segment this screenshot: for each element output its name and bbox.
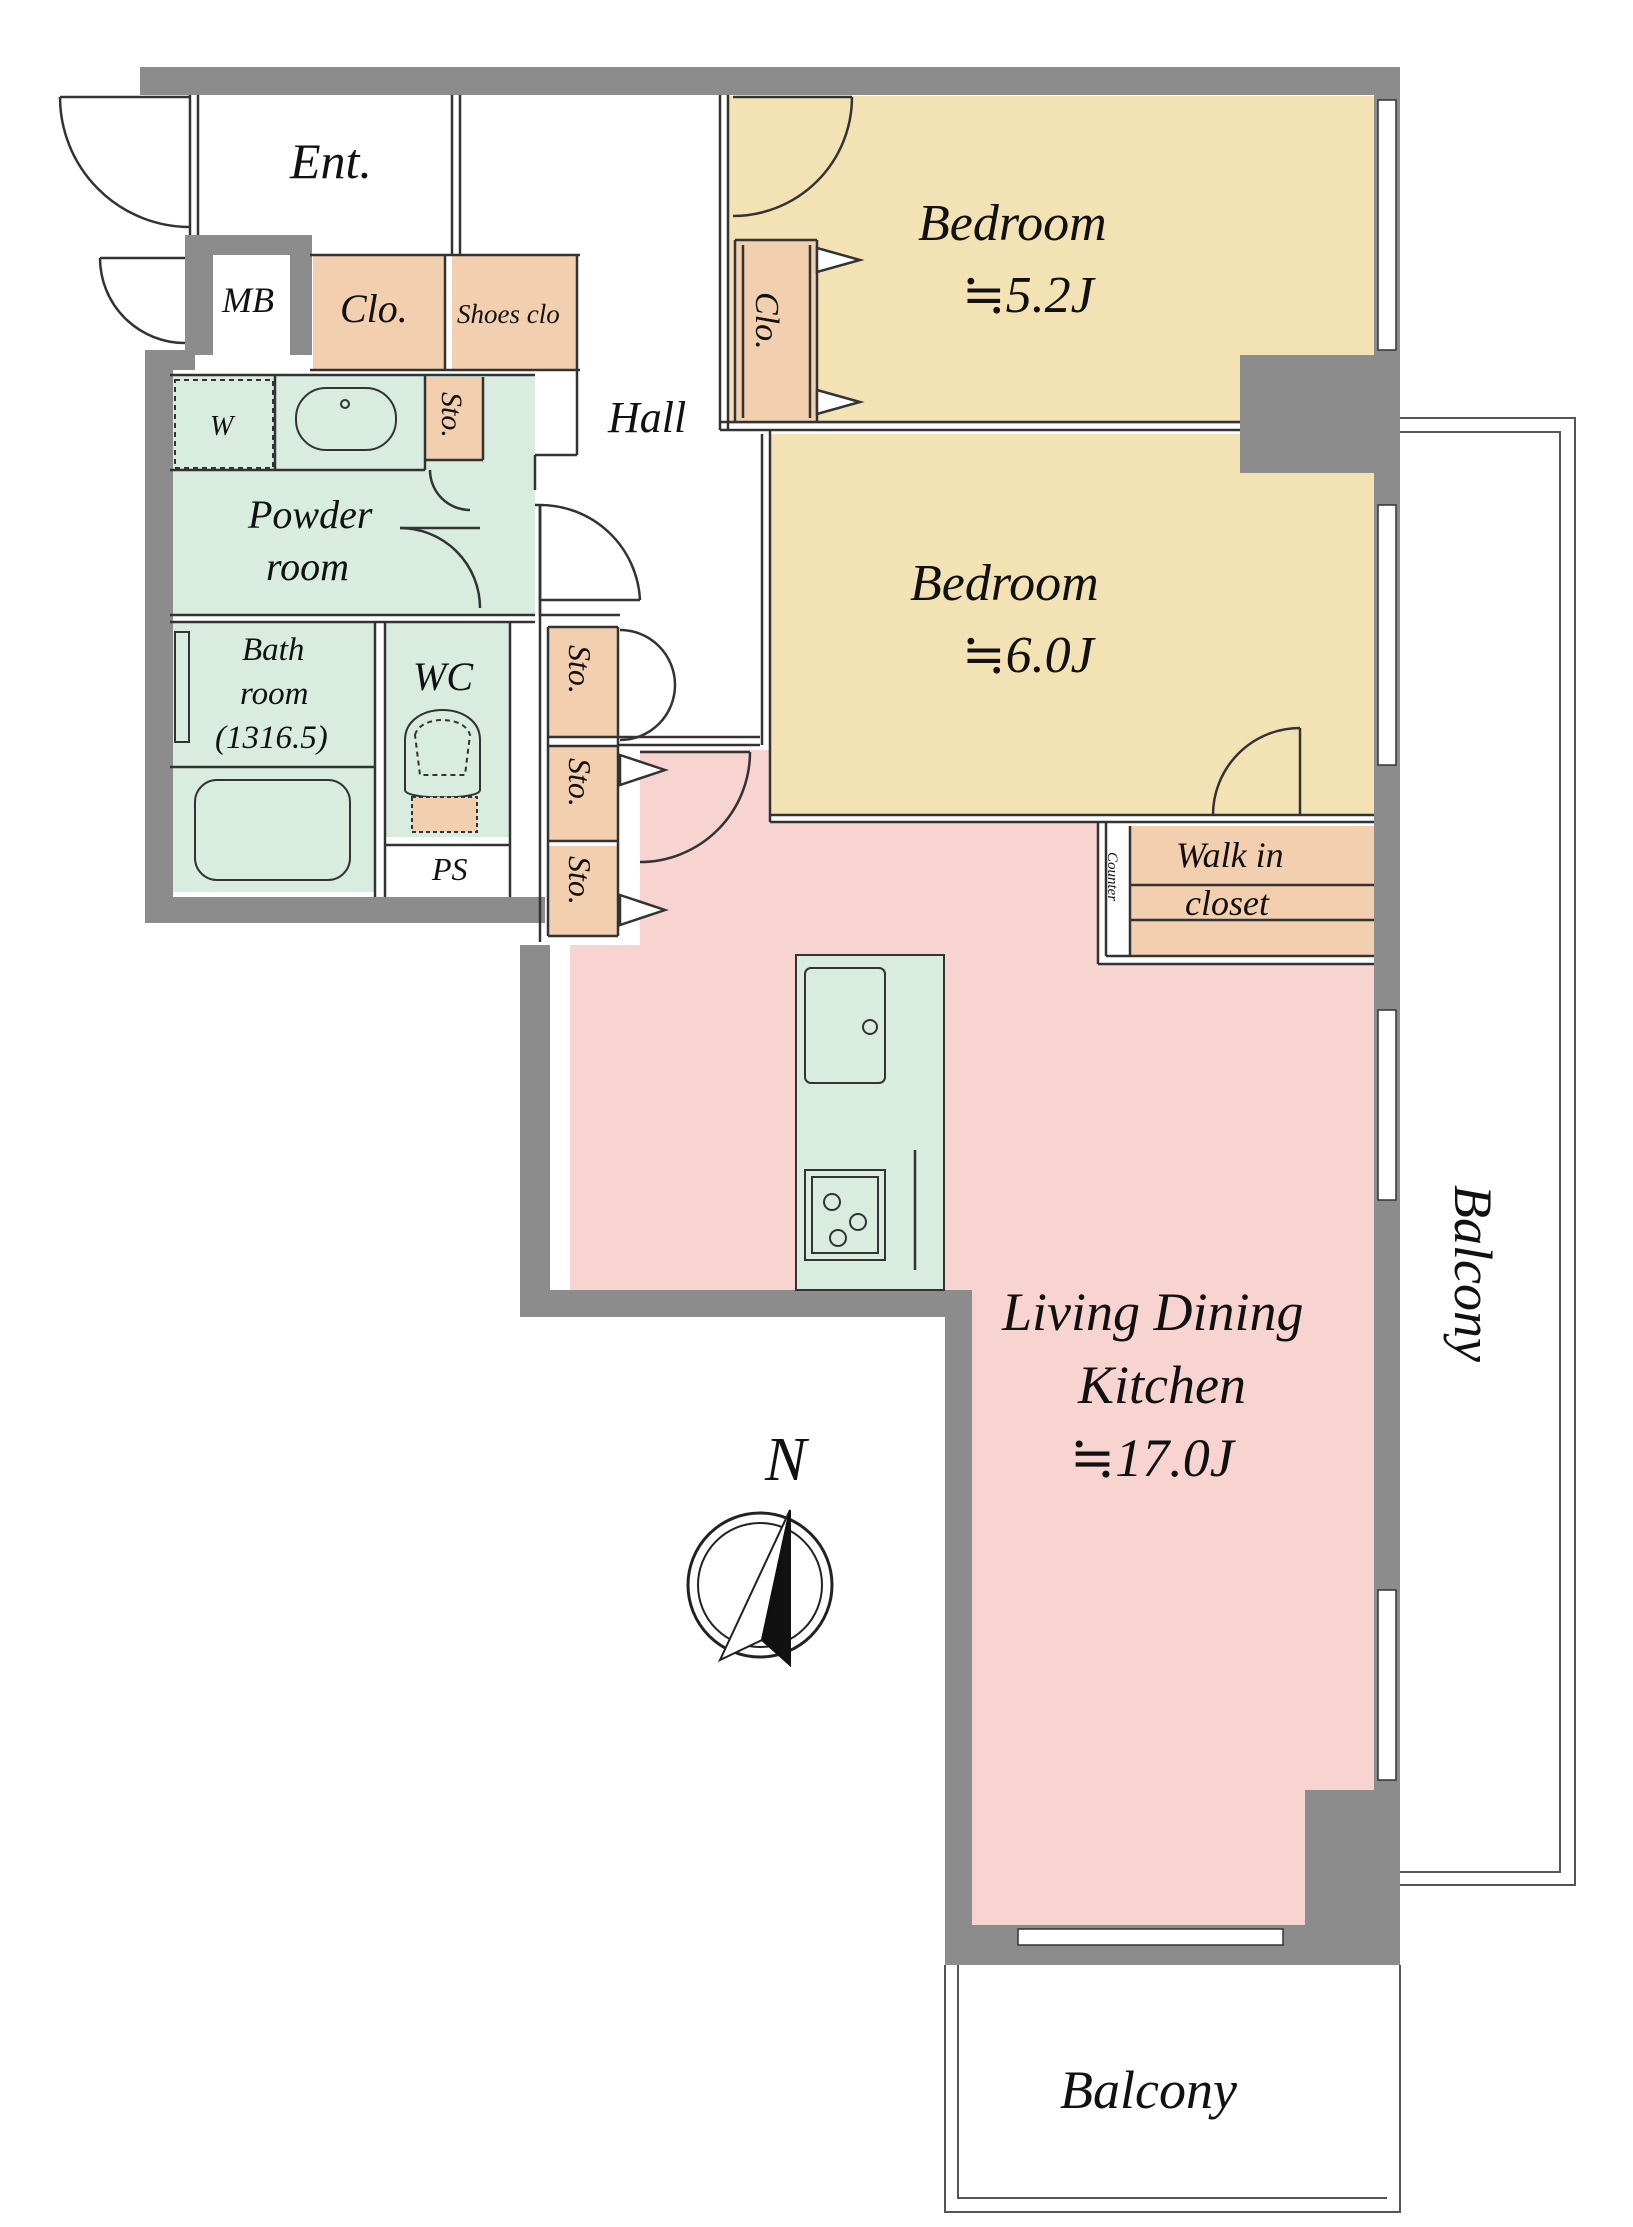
label-entry-closet: Clo. xyxy=(340,286,408,331)
label-hall: Hall xyxy=(607,393,686,442)
label-hall-storage-3: Sto. xyxy=(562,856,598,905)
ldk-door[interactable] xyxy=(639,750,752,864)
label-mb: MB xyxy=(221,280,274,320)
label-wc: WC xyxy=(413,654,474,699)
shoes-closet-area[interactable] xyxy=(452,255,577,370)
hall-storage-3-area[interactable] xyxy=(548,846,618,936)
label-hall-storage-1: Sto. xyxy=(562,645,598,694)
bathtub-icon xyxy=(194,779,351,881)
entrance-door[interactable] xyxy=(58,95,191,345)
bedroom-2-door[interactable] xyxy=(1211,726,1302,816)
kitchen-sink-icon xyxy=(804,967,886,1084)
wc-door[interactable] xyxy=(399,526,482,609)
stove-icon xyxy=(804,1169,886,1261)
north-arrow-icon xyxy=(686,1509,834,1668)
label-balcony-east: Balcony xyxy=(1443,1185,1503,1362)
partitions xyxy=(170,95,1374,1291)
label-bedroom-2: Bedroom xyxy=(910,555,1099,612)
label-washer: W xyxy=(210,411,236,442)
walls xyxy=(140,67,1400,1965)
label-entrance: Ent. xyxy=(289,133,372,189)
label-bedroom-1-size: ≒5.2J xyxy=(962,267,1097,324)
label-ldk-size: ≒17.0J xyxy=(1070,1428,1237,1488)
entry-closet-area[interactable] xyxy=(313,255,445,370)
room-labels: Ent. MB Clo. Shoes clo Hall W Sto. Powde… xyxy=(210,133,1503,2120)
label-bath-2: room xyxy=(240,676,308,712)
hall-storage-door[interactable] xyxy=(619,628,677,742)
kitchen-counter-area[interactable] xyxy=(796,955,944,1290)
vanity-sink-icon xyxy=(295,387,397,451)
powder-storage-area[interactable] xyxy=(425,377,483,459)
label-bedroom-1-closet: Clo. xyxy=(748,292,785,350)
label-ps: PS xyxy=(431,851,468,887)
powder-room-door[interactable] xyxy=(538,503,642,602)
washer-icon xyxy=(174,379,274,469)
toilet-icon xyxy=(404,709,481,833)
bedroom-2-area[interactable] xyxy=(770,434,1374,814)
label-powder-1: Powder xyxy=(247,492,373,537)
label-compass-north: N xyxy=(764,1426,810,1494)
hall-storage-2-area[interactable] xyxy=(548,746,618,841)
balcony-outlines xyxy=(944,417,1576,2213)
label-balcony-south: Balcony xyxy=(1060,2060,1237,2120)
bath-room-area[interactable] xyxy=(170,622,375,892)
fixtures xyxy=(174,379,886,1261)
label-powder-2: room xyxy=(266,544,349,589)
label-bedroom-1: Bedroom xyxy=(918,195,1107,252)
bedroom-1-door[interactable] xyxy=(732,95,854,218)
label-bedroom-2-size: ≒6.0J xyxy=(962,627,1097,684)
label-hall-storage-2: Sto. xyxy=(562,758,598,807)
label-ldk-1: Living Dining xyxy=(1001,1282,1304,1342)
bedroom-1-closet-area[interactable] xyxy=(735,240,817,422)
walkin-closet-area[interactable] xyxy=(1130,826,1374,956)
label-walkin-1: Walk in xyxy=(1176,835,1284,875)
label-ldk-2: Kitchen xyxy=(1077,1355,1246,1415)
label-walkin-2: closet xyxy=(1185,883,1270,923)
doors xyxy=(58,95,1302,927)
label-counter: Counter xyxy=(1104,852,1120,901)
label-bath-3: (1316.5) xyxy=(215,720,328,756)
hall-storage-1-area[interactable] xyxy=(548,627,618,737)
label-shoes-closet: Shoes clo xyxy=(457,299,560,329)
label-bath-1: Bath xyxy=(242,632,304,668)
label-powder-storage: Sto. xyxy=(435,392,468,438)
